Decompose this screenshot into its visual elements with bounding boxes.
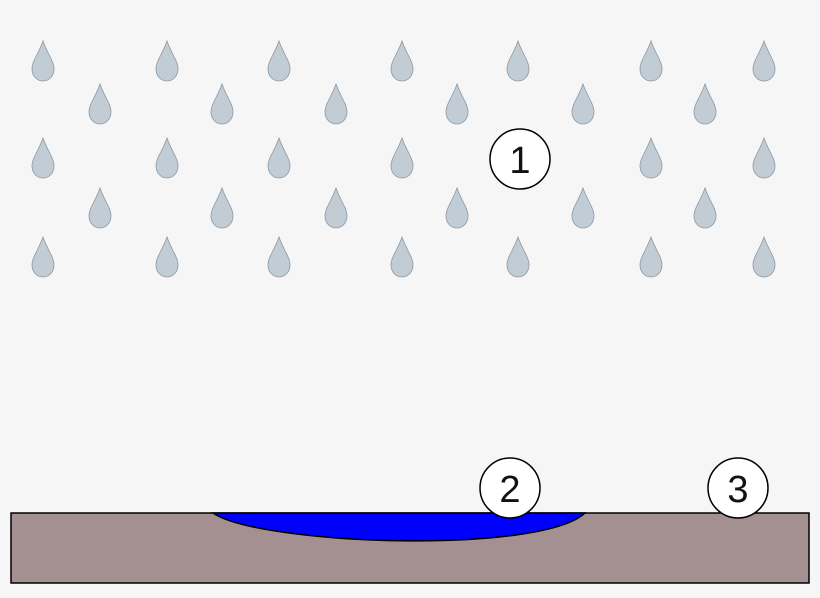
raindrop-icon bbox=[31, 236, 55, 278]
raindrop-icon bbox=[752, 137, 776, 179]
raindrop-icon bbox=[324, 187, 348, 229]
raindrop-icon bbox=[267, 236, 291, 278]
raindrop-icon bbox=[693, 83, 717, 125]
callout-1-label: 1 bbox=[509, 140, 530, 182]
raindrop-icon bbox=[752, 40, 776, 82]
callout-3: 3 bbox=[707, 457, 769, 519]
raindrop-icon bbox=[571, 187, 595, 229]
raindrop-icon bbox=[155, 40, 179, 82]
raindrop-icon bbox=[639, 40, 663, 82]
raindrop-icon bbox=[210, 83, 234, 125]
raindrop-icon bbox=[571, 83, 595, 125]
raindrop-icon bbox=[155, 137, 179, 179]
raindrop-icon bbox=[88, 83, 112, 125]
raindrop-icon bbox=[155, 236, 179, 278]
callout-2-label: 2 bbox=[499, 469, 520, 511]
raindrop-icon bbox=[31, 137, 55, 179]
raindrop-icon bbox=[506, 236, 530, 278]
raindrop-icon bbox=[324, 83, 348, 125]
rain-area bbox=[31, 40, 776, 278]
raindrop-icon bbox=[210, 187, 234, 229]
callout-2: 2 bbox=[479, 457, 541, 519]
water-puddle bbox=[210, 512, 587, 542]
callout-1: 1 bbox=[489, 128, 551, 190]
raindrop-icon bbox=[445, 83, 469, 125]
raindrop-icon bbox=[693, 187, 717, 229]
raindrop-icon bbox=[752, 236, 776, 278]
raindrop-icon bbox=[445, 187, 469, 229]
raindrop-icon bbox=[31, 40, 55, 82]
raindrop-icon bbox=[506, 40, 530, 82]
raindrop-icon bbox=[267, 137, 291, 179]
raindrop-icon bbox=[639, 137, 663, 179]
raindrop-icon bbox=[267, 40, 291, 82]
callout-3-label: 3 bbox=[727, 469, 748, 511]
raindrop-icon bbox=[390, 137, 414, 179]
raindrop-icon bbox=[639, 236, 663, 278]
raindrop-icon bbox=[390, 40, 414, 82]
raindrop-icon bbox=[390, 236, 414, 278]
raindrop-icon bbox=[88, 187, 112, 229]
